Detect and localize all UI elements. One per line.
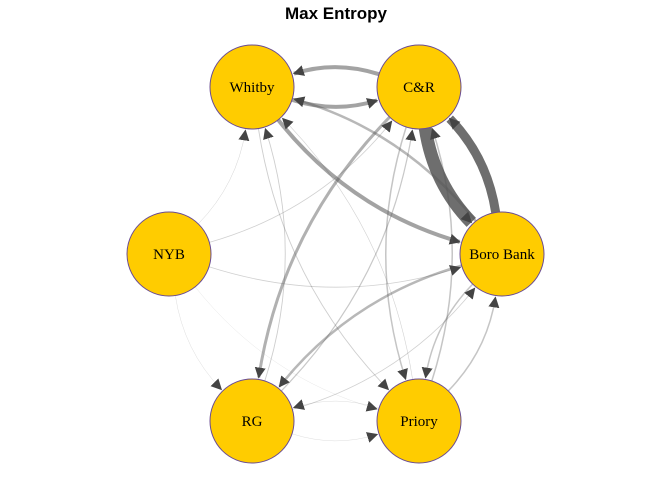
edge-nyb-to-boro	[208, 265, 462, 288]
node-circle-whitby	[209, 44, 295, 130]
node-nyb: NYB	[126, 211, 212, 297]
node-label-whitby: Whitby	[230, 80, 275, 96]
node-circle-priory	[376, 378, 462, 464]
edge-priory-to-rg	[292, 399, 380, 410]
edge-boro-to-whitby	[293, 96, 477, 222]
edge-priory-to-boro	[447, 296, 500, 392]
node-circle-nyb	[126, 211, 212, 297]
edge-rg-to-cr	[280, 129, 417, 392]
node-label-priory: Priory	[400, 414, 438, 430]
edge-boro-to-cr	[446, 115, 501, 214]
node-circle-rg	[209, 378, 295, 464]
edge-whitby-to-boro	[276, 118, 461, 245]
edge-layer	[175, 65, 501, 443]
edge-cr-to-boro	[418, 127, 477, 227]
node-rg: RG	[209, 378, 295, 464]
node-cr: C&R	[376, 44, 462, 130]
diagram-title: Max Entropy	[284, 4, 388, 23]
edge-priory-to-whitby	[281, 117, 413, 380]
node-circle-cr	[376, 44, 462, 130]
edge-boro-to-rg	[278, 264, 462, 388]
edge-rg-to-priory	[291, 432, 379, 443]
edge-rg-to-whitby	[263, 127, 286, 382]
edge-nyb-to-rg	[175, 295, 223, 391]
node-whitby: Whitby	[209, 44, 295, 130]
edge-nyb-to-priory	[195, 286, 378, 412]
node-priory: Priory	[376, 378, 462, 464]
node-label-cr: C&R	[403, 80, 435, 96]
node-label-rg: RG	[242, 414, 263, 430]
edge-nyb-to-whitby	[198, 129, 250, 225]
edge-cr-to-priory	[385, 126, 408, 381]
edge-cr-to-whitby	[292, 65, 380, 77]
node-label-boro: Boro Bank	[469, 247, 535, 263]
edge-whitby-to-priory	[257, 128, 390, 391]
edge-rg-to-boro	[292, 287, 476, 410]
edge-nyb-to-cr	[209, 120, 393, 243]
node-circle-boro	[459, 211, 545, 297]
node-boro: Boro Bank	[459, 211, 545, 297]
node-label-nyb: NYB	[153, 247, 185, 263]
edge-priory-to-cr	[430, 127, 453, 382]
edge-cr-to-rg	[254, 116, 391, 379]
